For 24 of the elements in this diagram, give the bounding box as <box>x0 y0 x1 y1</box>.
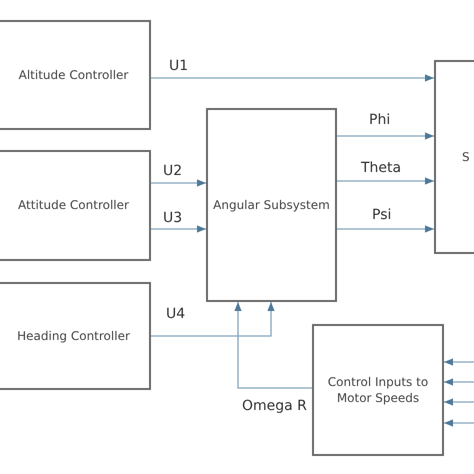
block-box <box>206 108 337 302</box>
arrow <box>151 179 206 187</box>
block-label: Attitude Controller <box>18 197 129 214</box>
arrow <box>444 419 474 427</box>
arrow <box>444 398 474 406</box>
edge-label: Omega R <box>241 398 308 414</box>
arrow <box>151 74 434 82</box>
arrow <box>444 378 474 386</box>
arrow <box>337 225 434 233</box>
arrow <box>337 177 434 185</box>
block-label: Altitude Controller <box>18 66 128 84</box>
block-label: Control Inputs to Motor Speeds <box>326 374 430 406</box>
arrow <box>444 358 474 366</box>
block-box <box>312 324 444 456</box>
arrow <box>337 132 434 140</box>
block-label: S <box>462 148 470 166</box>
block-box <box>0 150 151 261</box>
block-box <box>0 20 151 130</box>
block-box <box>0 282 151 390</box>
block-label: Heading Controller <box>17 328 130 344</box>
arrow <box>151 225 206 233</box>
arrow <box>234 302 312 389</box>
block-label: Angular Subsystem <box>213 196 330 214</box>
arrow <box>151 302 275 337</box>
